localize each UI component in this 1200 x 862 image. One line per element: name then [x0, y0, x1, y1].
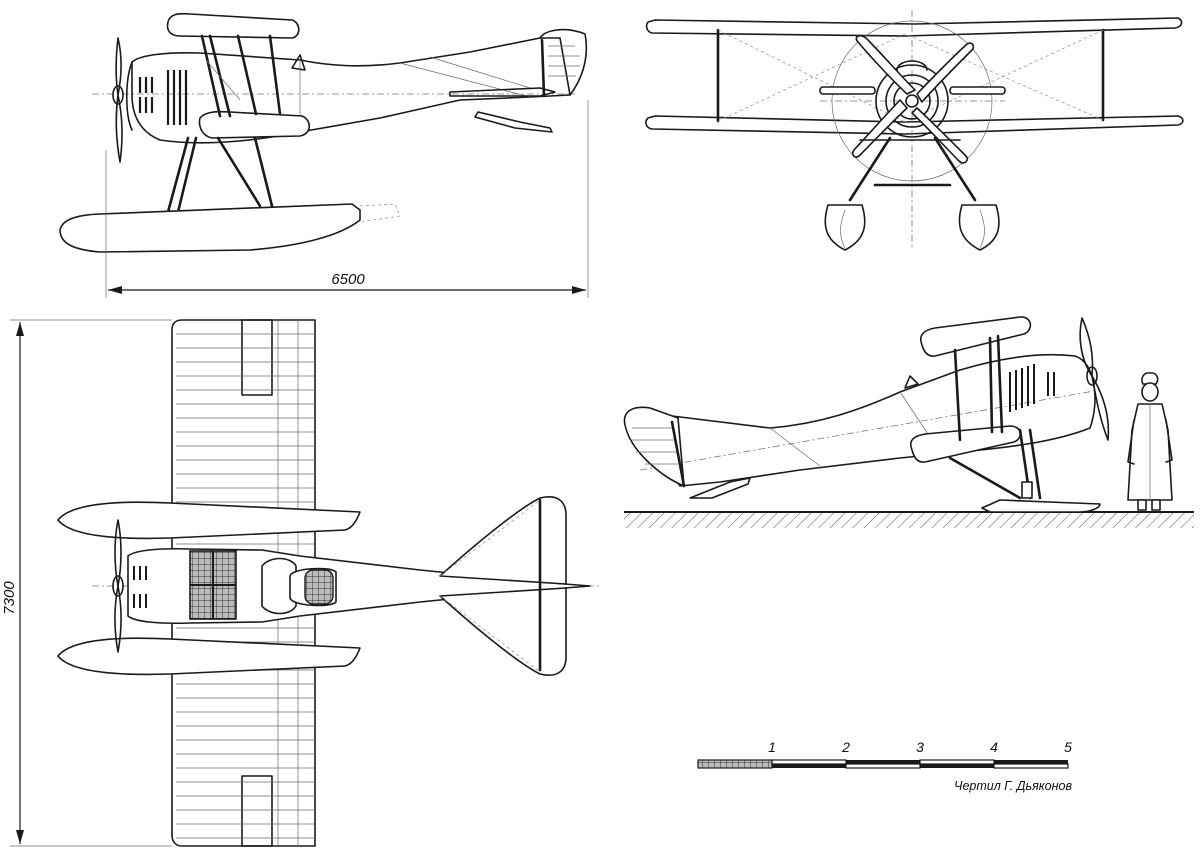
scale-tick-label: 1: [768, 739, 776, 755]
scale-tick-label: 2: [841, 739, 850, 755]
front-view: [645, 10, 1184, 251]
scale-tick-label: 4: [990, 739, 998, 755]
scale-tick-label: 3: [916, 739, 924, 755]
ground-side-view: [623, 316, 1194, 528]
side-view: 6500: [59, 12, 589, 298]
scale-tick-label: 5: [1064, 739, 1072, 755]
length-dimension-label: 6500: [331, 271, 365, 288]
span-dimension-label: 7300: [1, 581, 18, 615]
top-view: 7300: [1, 319, 600, 847]
drawing-credit: Чертил Г. Дьяконов: [954, 779, 1072, 793]
scale-bar: 1 2 3 4 5: [697, 739, 1072, 769]
human-figure: [1127, 372, 1173, 511]
